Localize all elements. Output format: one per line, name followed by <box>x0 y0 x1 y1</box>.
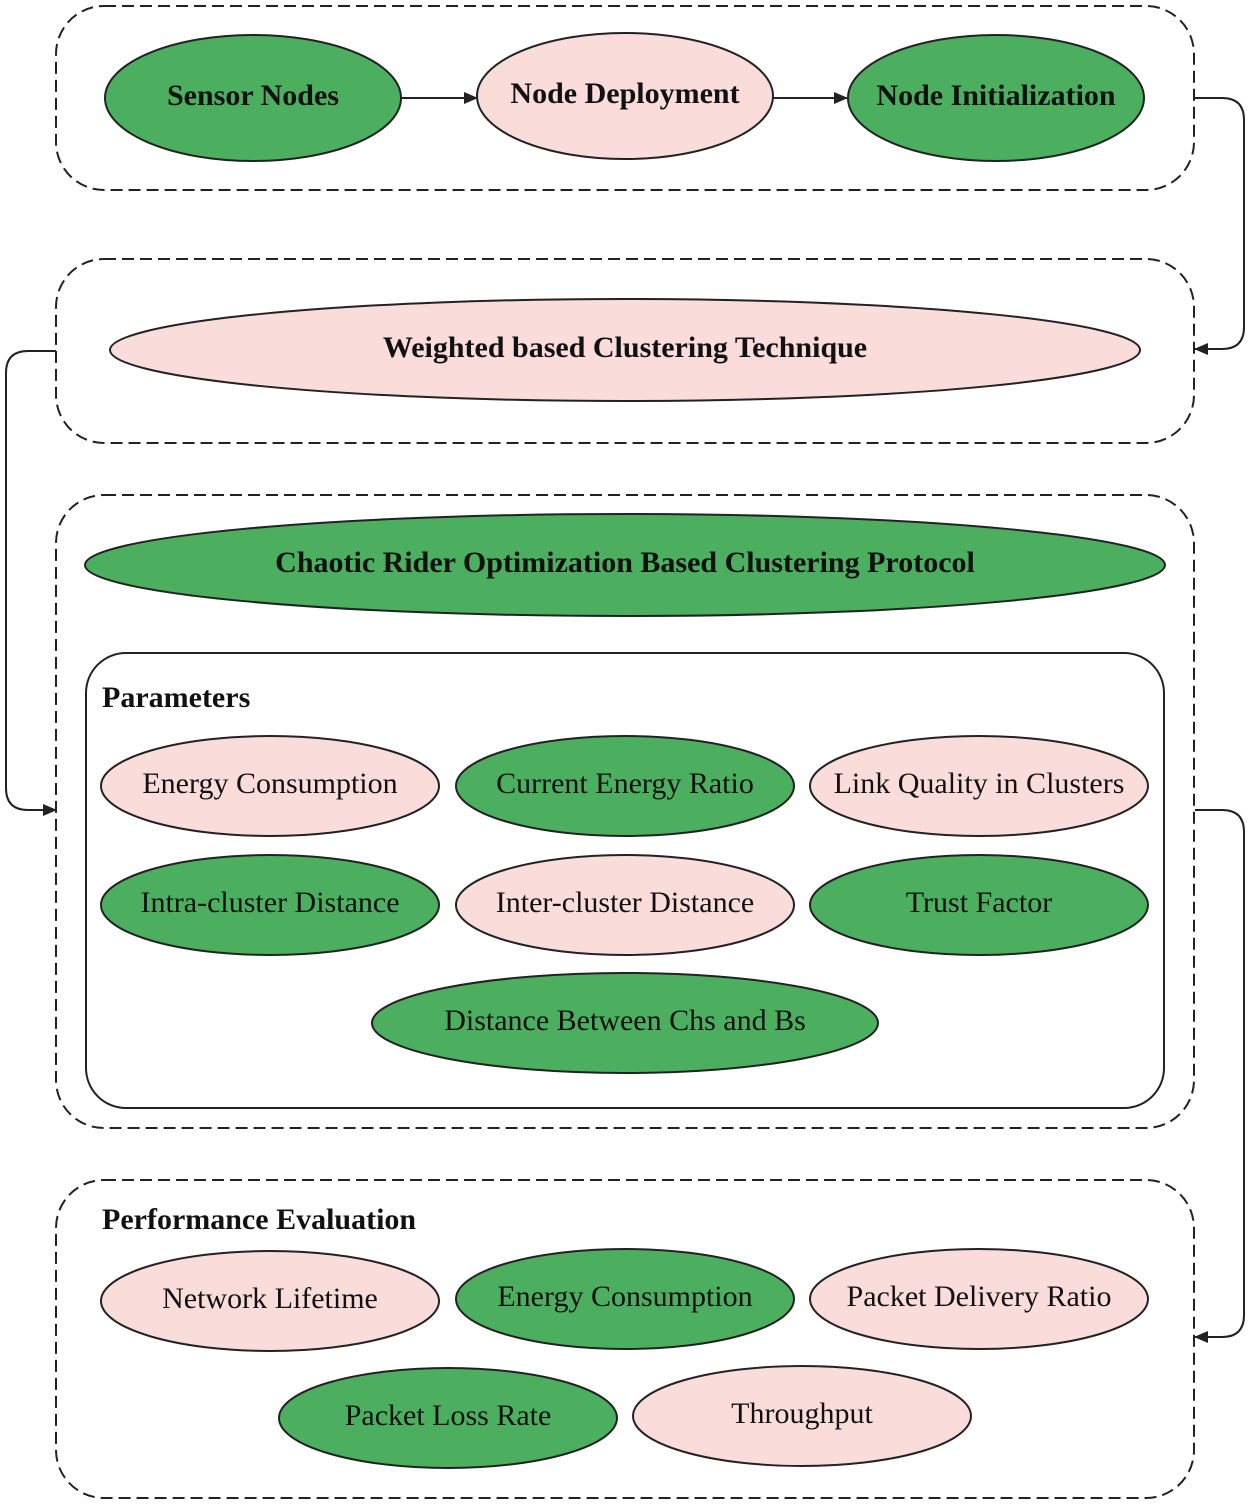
param-link-quality-ellipse <box>809 735 1149 837</box>
param-trust-factor-ellipse <box>809 854 1149 956</box>
metric-packet-loss-rate-ellipse <box>278 1367 618 1469</box>
weighted-clustering-ellipse <box>109 298 1141 402</box>
param-current-energy-ratio-label: Current Energy Ratio <box>496 767 754 800</box>
performance-evaluation-title: Performance Evaluation <box>102 1203 416 1236</box>
param-inter-cluster-distance-ellipse <box>455 854 795 956</box>
metric-packet-delivery-ratio-ellipse <box>809 1248 1149 1350</box>
node-deployment-label: Node Deployment <box>510 77 739 110</box>
node-deployment-ellipse <box>476 32 774 160</box>
arrow-initialization-to-weighted <box>1194 97 1245 355</box>
weighted-clustering-label: Weighted based Clustering Technique <box>383 331 867 364</box>
metric-packet-delivery-ratio-label: Packet Delivery Ratio <box>847 1280 1112 1313</box>
param-intra-cluster-distance-label: Intra-cluster Distance <box>140 886 399 919</box>
param-distance-chs-bs-ellipse <box>371 972 879 1074</box>
section-node-setup <box>55 5 1195 191</box>
metric-throughput-label: Throughput <box>731 1397 873 1430</box>
node-initialization-ellipse <box>847 34 1145 162</box>
metric-throughput-ellipse <box>632 1365 972 1467</box>
node-initialization-label: Node Initialization <box>876 79 1115 112</box>
param-energy-consumption-label: Energy Consumption <box>142 767 397 800</box>
sensor-nodes-ellipse <box>104 34 402 162</box>
param-energy-consumption-ellipse <box>100 735 440 837</box>
param-inter-cluster-distance-label: Inter-cluster Distance <box>496 886 754 919</box>
metric-energy-consumption-label: Energy Consumption <box>497 1280 752 1313</box>
param-intra-cluster-distance-ellipse <box>100 854 440 956</box>
metric-network-lifetime-ellipse <box>100 1250 440 1352</box>
param-link-quality-label: Link Quality in Clusters <box>834 767 1125 800</box>
parameters-title: Parameters <box>102 681 250 714</box>
protocol-ellipse <box>84 513 1166 617</box>
metric-packet-loss-rate-label: Packet Loss Rate <box>345 1399 552 1432</box>
sensor-nodes-label: Sensor Nodes <box>167 79 339 112</box>
param-current-energy-ratio-ellipse <box>455 735 795 837</box>
param-distance-chs-bs-label: Distance Between Chs and Bs <box>444 1004 806 1037</box>
param-trust-factor-label: Trust Factor <box>906 886 1052 919</box>
arrow-protocol-to-evaluation <box>1194 809 1245 1343</box>
metric-energy-consumption-ellipse <box>455 1248 795 1350</box>
arrow-weighted-to-protocol <box>5 350 57 816</box>
parameters-box <box>85 652 1165 1109</box>
metric-network-lifetime-label: Network Lifetime <box>162 1282 378 1315</box>
protocol-label: Chaotic Rider Optimization Based Cluster… <box>275 546 975 579</box>
